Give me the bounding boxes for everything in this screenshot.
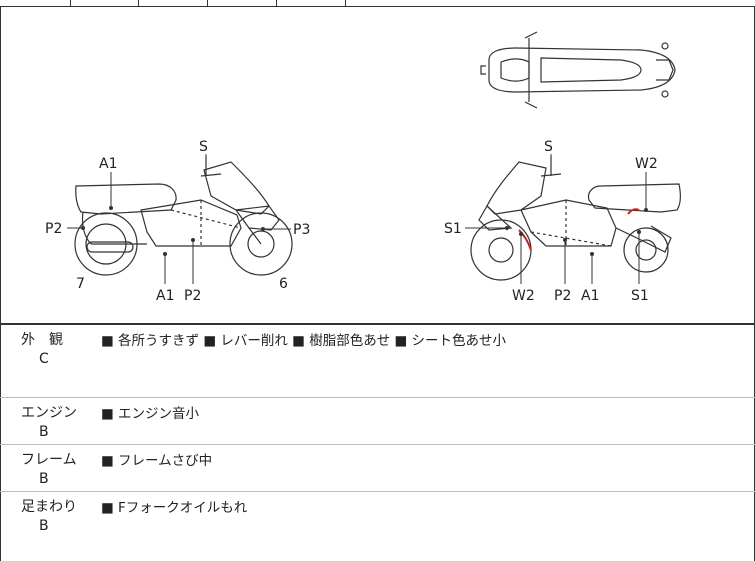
section-items: ■ 各所うすきず ■ レバー削れ ■ 樹脂部色あせ ■ シート色あせ小 [101, 333, 507, 349]
scooter-top-view [480, 31, 676, 109]
label-a1-bottom-left: A1 [156, 288, 174, 304]
header-cell-divider [276, 0, 277, 6]
header-cell-divider [207, 0, 208, 6]
label-s-left: S [199, 139, 208, 155]
label-p2-bottom-left: P2 [184, 288, 201, 304]
label-num6: 6 [279, 276, 288, 292]
section-category: フレーム [21, 452, 77, 468]
section-divider [0, 444, 755, 445]
damage-diagram: S A1 P2 P3 7 6 A1 P2 S W2 S1 W2 P2 [0, 6, 755, 325]
section-category: 外 観 [21, 332, 63, 348]
left-view-labels: S A1 P2 P3 7 6 A1 P2 [45, 139, 310, 304]
section-divider [0, 491, 755, 492]
right-view-labels: S W2 S1 W2 P2 A1 S1 [444, 139, 658, 304]
section-engine: エンジン B ■ エンジン音小 [0, 398, 755, 444]
scooter-right-side [470, 156, 681, 281]
scooter-diagram-svg: S A1 P2 P3 7 6 A1 P2 S W2 S1 W2 P2 [45, 31, 681, 304]
section-items: ■ フレームさび中 [101, 453, 213, 469]
section-grade: C [39, 351, 49, 367]
label-w2-top: W2 [635, 156, 658, 172]
label-a1-bottom-right: A1 [581, 288, 599, 304]
label-num7: 7 [76, 276, 85, 292]
label-p2-left: P2 [45, 221, 62, 237]
scooter-left-side [74, 156, 293, 276]
label-w2-bottom: W2 [512, 288, 535, 304]
label-p2-bottom-right: P2 [554, 288, 571, 304]
section-grade: B [39, 518, 49, 534]
section-divider [0, 397, 755, 398]
label-s1-bottom: S1 [631, 288, 649, 304]
label-p3: P3 [293, 222, 310, 238]
section-grade: B [39, 471, 49, 487]
header-cell-divider [345, 0, 346, 6]
header-table-edge [0, 0, 755, 7]
section-exterior: 外 観 C ■ 各所うすきず ■ レバー削れ ■ 樹脂部色あせ ■ シート色あせ… [0, 325, 755, 397]
label-s-right: S [544, 139, 553, 155]
section-suspension: 足まわり B ■ Fフォークオイルもれ [0, 492, 755, 561]
section-items: ■ エンジン音小 [101, 406, 200, 422]
section-category: 足まわり [21, 499, 77, 515]
label-s1-left: S1 [444, 221, 462, 237]
header-cell-divider [70, 0, 71, 6]
section-category: エンジン [21, 405, 77, 421]
section-frame: フレーム B ■ フレームさび中 [0, 445, 755, 491]
section-items: ■ Fフォークオイルもれ [101, 500, 248, 516]
header-cell-divider [138, 0, 139, 6]
section-grade: B [39, 424, 49, 440]
label-a1-top-left: A1 [99, 156, 117, 172]
